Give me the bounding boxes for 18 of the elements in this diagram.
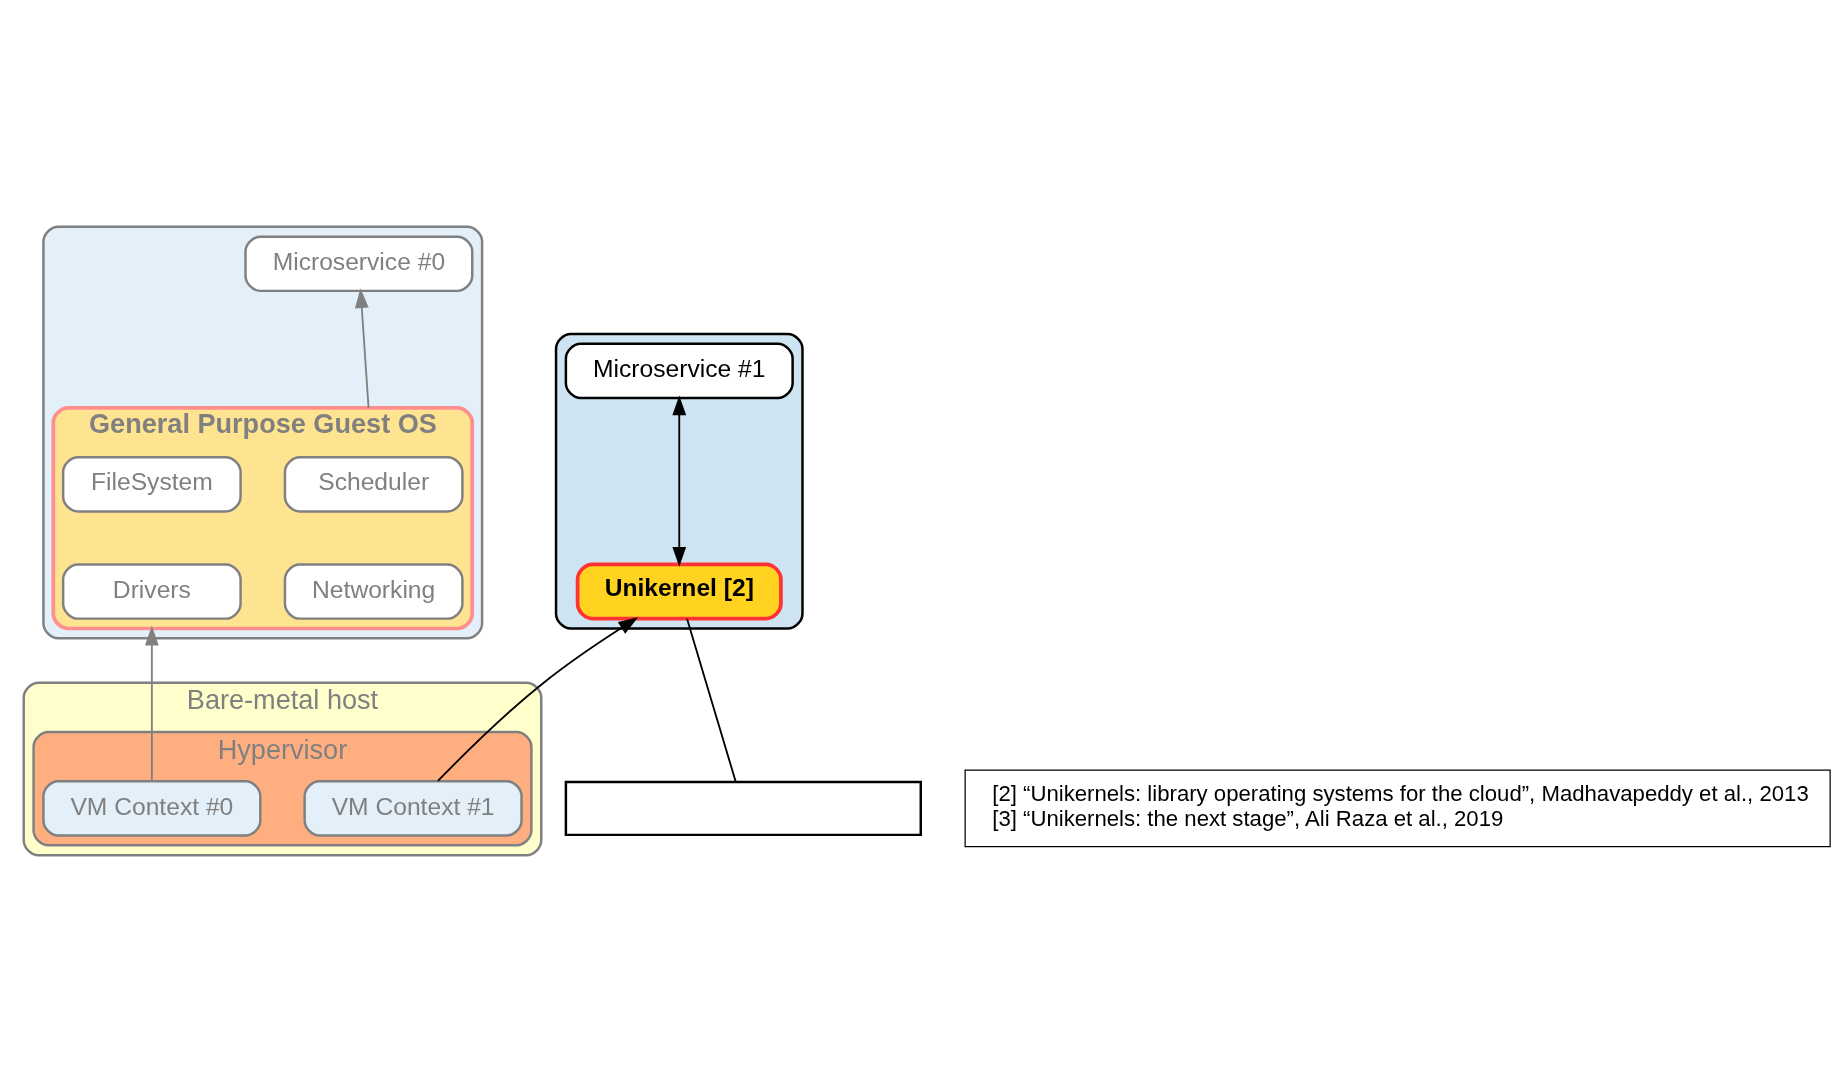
node-box: Microservice #1 (564, 342, 794, 399)
node-box: Unikernel [2] (575, 562, 783, 620)
node-box: Networking (283, 562, 464, 620)
node-box: [2] “Unikernels: library operating systems for the cloud”, Madhavapeddy et al., 2013 [3] “Unikernels: the next stage”, Ali Raza et al., 2019 (964, 769, 1831, 847)
node-box: Scheduler (283, 455, 464, 513)
node-box: Microservice #0 (244, 234, 474, 292)
node-box: VM Context #1 (303, 779, 523, 837)
connector (686, 617, 737, 783)
node-box: FileSystem (61, 455, 242, 513)
node-box: Drivers (61, 562, 242, 620)
arrow (436, 616, 639, 782)
node-box (564, 780, 922, 836)
arrow (354, 287, 370, 409)
cluster (42, 225, 484, 640)
cluster (554, 332, 804, 630)
arrow (144, 625, 159, 782)
node-box: VM Context #0 (42, 779, 262, 837)
arrow (672, 394, 687, 567)
